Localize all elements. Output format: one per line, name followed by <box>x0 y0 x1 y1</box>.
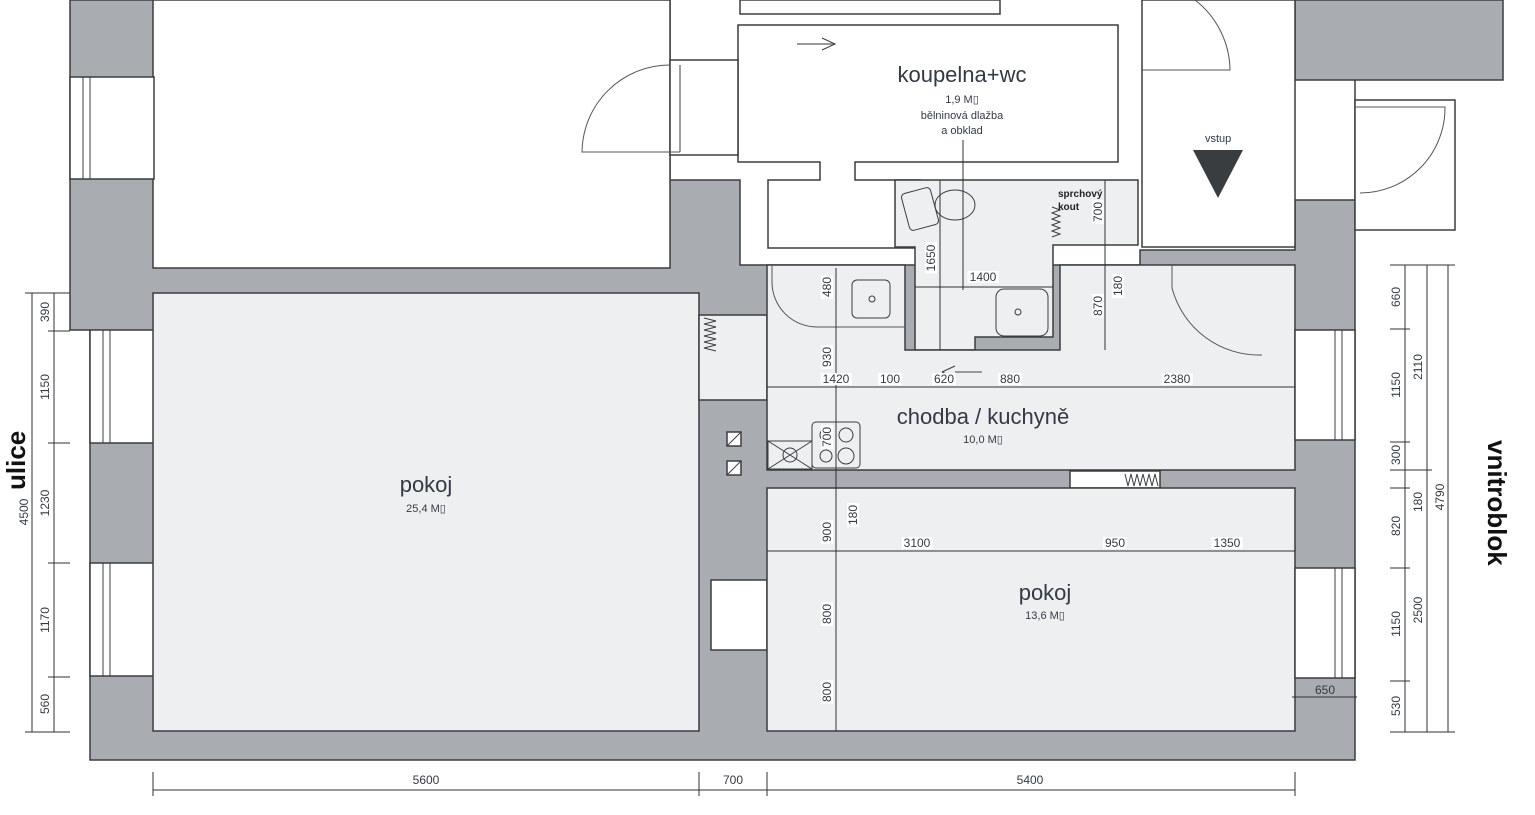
room-bathroom-shower <box>894 179 1139 351</box>
shaft-middle <box>710 579 768 651</box>
room-note-koupelna-2: a obklad <box>941 125 983 137</box>
dim-kv-4: 900 <box>820 519 834 545</box>
dim-kv-3: 700 <box>820 424 834 450</box>
dim-right-total: 4790 <box>1433 481 1447 513</box>
room-chodba-kuchyne <box>766 264 1296 471</box>
room-note-koupelna-1: bělninová dlažba <box>920 110 1004 122</box>
dim-kv-6: 800 <box>820 601 834 627</box>
shower-label: sprchový kout <box>1058 188 1102 214</box>
room-name-chodba: chodba / kuchyně <box>896 404 1070 429</box>
dim-bottom-2: 700 <box>720 773 746 787</box>
dim-bath-1: 1650 <box>924 242 938 274</box>
neighbor-space <box>152 0 671 269</box>
dim-window-right: 650 <box>1314 683 1336 697</box>
dim-right-1: 660 <box>1389 284 1403 310</box>
entrance-marker-icon <box>1193 150 1243 198</box>
dim-left-1: 390 <box>38 299 52 325</box>
dim-left-4: 1170 <box>38 605 52 635</box>
room-area-koupelna: 1,9 M▯ <box>945 94 979 106</box>
window-left-1 <box>89 329 155 444</box>
dim-room-1: 3100 <box>901 536 933 550</box>
window-right-1 <box>1294 329 1356 441</box>
dim-bottom-1: 5600 <box>410 773 442 787</box>
entrance-label: vstup <box>1205 133 1232 145</box>
dim-right-6: 530 <box>1389 693 1403 719</box>
dim-bath-3: 700 <box>1091 199 1105 225</box>
closet-middle <box>698 314 768 401</box>
room-area-pokoj-large: 25,4 M▯ <box>406 503 446 515</box>
dim-kv-2: 930 <box>820 344 834 370</box>
dim-right-mid-2: 180 <box>1411 489 1425 515</box>
dim-room-3: 1350 <box>1211 536 1243 550</box>
dim-hall-5: 2380 <box>1161 372 1193 386</box>
entrance-area <box>1141 0 1296 248</box>
room-name-pokoj-large: pokoj <box>399 472 453 497</box>
dim-bath-5: 180 <box>1111 273 1125 299</box>
dim-right-5: 1150 <box>1389 609 1403 639</box>
dim-kv-5: 180 <box>846 502 860 528</box>
window-left-2 <box>89 562 155 677</box>
dim-bottom-3: 5400 <box>1014 773 1046 787</box>
dim-left-total: 4500 <box>17 496 31 528</box>
room-pokoj-small <box>766 487 1296 732</box>
dim-kv-1: 480 <box>820 274 834 300</box>
shower-label-line1: sprchový <box>1058 189 1103 200</box>
dim-left-2: 1150 <box>38 372 52 402</box>
dim-left-3: 1230 <box>38 487 52 519</box>
dim-hall-3: 620 <box>931 372 957 386</box>
room-name-pokoj-small: pokoj <box>1018 580 1072 605</box>
courtyard-side-label: vnitroblok <box>1482 440 1512 566</box>
dim-right-4: 820 <box>1389 513 1403 539</box>
room-name-koupelna: koupelna+wc <box>897 62 1027 87</box>
dim-left-5: 560 <box>38 691 52 717</box>
dim-bath-2: 1400 <box>967 270 999 284</box>
dim-right-mid-3: 2500 <box>1411 594 1425 626</box>
dim-hall-1: 1420 <box>820 372 852 386</box>
dim-hall-2: 100 <box>877 372 903 386</box>
dim-right-2: 1150 <box>1389 370 1403 400</box>
dim-hall-4: 880 <box>997 372 1023 386</box>
window-right-2 <box>1294 567 1356 679</box>
window-left-top <box>69 76 155 180</box>
dim-bath-4: 870 <box>1091 293 1105 319</box>
dim-room-2: 950 <box>1102 536 1128 550</box>
dim-kv-7: 800 <box>820 679 834 705</box>
room-area-pokoj-small: 13,6 M▯ <box>1025 610 1065 622</box>
shower-label-line2: kout <box>1058 202 1080 213</box>
dim-right-mid-1: 2110 <box>1411 352 1425 382</box>
room-pokoj-large <box>152 292 700 732</box>
street-side-label: ulice <box>1 430 31 490</box>
room-area-chodba: 10,0 M▯ <box>963 434 1003 446</box>
dim-right-3: 300 <box>1389 442 1403 468</box>
